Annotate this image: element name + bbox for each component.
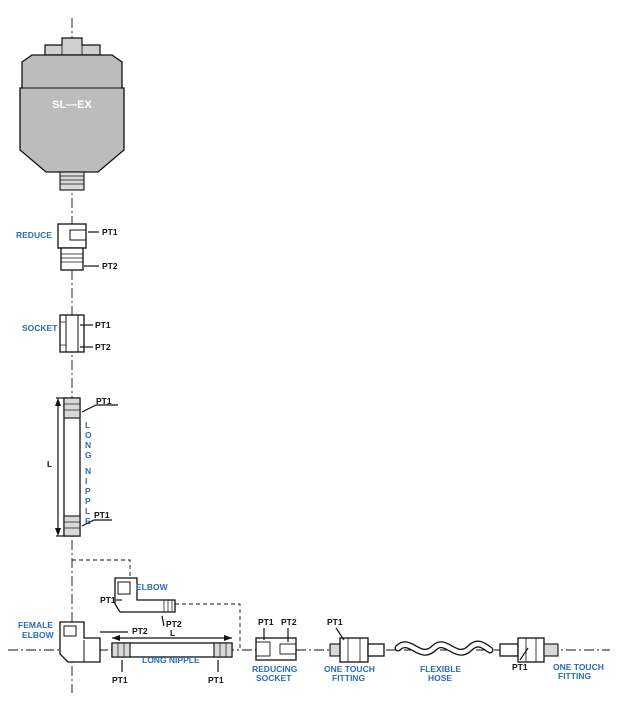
brand-logo: SL—EX — [52, 99, 92, 111]
socket-label: SOCKET — [22, 323, 58, 333]
nipple-bottom-pt1-callout: PT1 — [94, 510, 110, 520]
nipple-bottom-pt1-leader — [81, 519, 112, 527]
socket-pt1-callout: PT1 — [95, 320, 111, 330]
one-touch-fitting — [329, 637, 385, 663]
dimension-l-label: L — [47, 459, 52, 469]
elbow-pt2-leader — [161, 615, 165, 627]
one-touch-fitting-2 — [499, 637, 559, 663]
one-touch-2-pt1-leader — [519, 647, 529, 661]
one-touch-pt1-callout: PT1 — [327, 617, 343, 627]
long-letter-1: L — [85, 420, 90, 430]
nipple-right-pt1-callout: PT1 — [208, 675, 224, 685]
nipple-letter-3: P — [85, 486, 91, 496]
nipple-letter-1: N — [85, 466, 91, 476]
flexible-hose — [394, 640, 494, 656]
nipple-top-pt1-callout: PT1 — [96, 396, 112, 406]
nipple-letter-4: P — [85, 496, 91, 506]
female-elbow-label-2: ELBOW — [22, 630, 55, 640]
nipple-left-pt1-callout: PT1 — [112, 675, 128, 685]
dimension-l-horizontal-label: L — [170, 628, 175, 638]
nipple-letter-5: L — [85, 506, 90, 516]
reducing-socket-pt1-callout: PT1 — [258, 617, 274, 627]
one-touch-label-2: FITTING — [332, 673, 365, 683]
reducing-socket-pt2-callout: PT2 — [281, 617, 297, 627]
female-elbow-label-1: FEMALE — [18, 620, 53, 630]
nipple-top-pt1-leader — [81, 404, 118, 413]
long-nipple-horizontal — [111, 642, 233, 658]
nipple-letter-2: I — [85, 476, 87, 486]
horizontal-route-dashed — [175, 603, 241, 648]
reduce-label: REDUCE — [16, 230, 52, 240]
reducing-socket-label-2: SOCKET — [256, 673, 292, 683]
one-touch-2-pt1-callout: PT1 — [512, 662, 528, 672]
elbow-label: ELBOW — [136, 582, 169, 592]
reduce-pt1-callout: PT1 — [102, 227, 118, 237]
reducing-socket-fitting — [255, 637, 297, 661]
socket-pt2-callout: PT2 — [95, 342, 111, 352]
nipple-letter-6: E — [85, 516, 91, 526]
reducing-socket-label-1: REDUCING — [252, 664, 298, 674]
elbow-pt1-callout: PT1 — [100, 595, 116, 605]
long-nipple-horizontal-label: LONG NIPPLE — [142, 655, 200, 665]
long-letter-4: G — [85, 450, 92, 460]
elbow-route-dashed — [72, 559, 131, 578]
long-nipple-vertical — [63, 397, 81, 537]
female-elbow-pt2-callout: PT2 — [132, 626, 148, 636]
reduce-pt2-callout: PT2 — [102, 261, 118, 271]
reduce-fitting — [57, 223, 87, 271]
one-touch-2-label-1: ONE TOUCH — [553, 662, 604, 672]
one-touch-label-1: ONE TOUCH — [324, 664, 375, 674]
elbow-fitting — [114, 577, 176, 613]
flexible-hose-label-1: FLEXIBLE — [420, 664, 461, 674]
slex-trap-body: SL—EX — [19, 37, 125, 191]
elbow-pt2-callout: PT2 — [166, 619, 182, 629]
female-elbow-fitting — [59, 621, 101, 663]
flexible-hose-label-2: HOSE — [428, 673, 452, 683]
dimension-l-vertical — [55, 397, 66, 537]
one-touch-2-label-2: FITTING — [558, 671, 591, 681]
dimension-l-horizontal — [112, 635, 232, 641]
long-letter-2: O — [85, 430, 92, 440]
long-letter-3: N — [85, 440, 91, 450]
socket-fitting — [59, 314, 85, 353]
one-touch-pt1-leader — [335, 627, 345, 641]
long-nipple-vertical-label: L O N G N I P P L E — [85, 420, 92, 526]
